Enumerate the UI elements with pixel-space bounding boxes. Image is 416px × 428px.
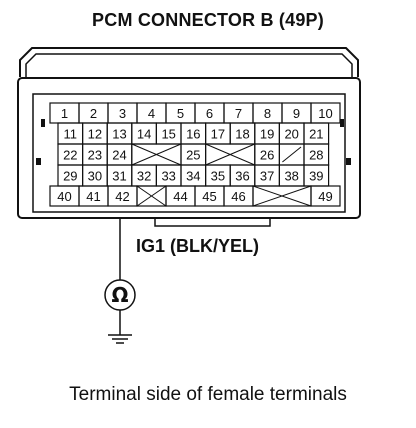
terminal-number: 24 (112, 148, 126, 163)
terminal-number: 33 (161, 169, 175, 184)
terminal-number: 6 (206, 106, 213, 121)
terminal-number: 19 (260, 127, 274, 142)
blank-cell-slash (282, 146, 302, 163)
terminal-number: 34 (186, 169, 200, 184)
empty-cell-cross (136, 185, 167, 207)
terminal-number: 8 (264, 106, 271, 121)
side-mark-left (36, 158, 41, 165)
terminal-number: 42 (115, 189, 129, 204)
terminal-number: 20 (284, 127, 298, 142)
latch-mark-right (340, 119, 344, 127)
terminal-number: 37 (260, 169, 274, 184)
connector-face (32, 93, 346, 213)
connector-housing (19, 47, 359, 77)
connector-housing-inner (25, 53, 353, 78)
terminal-number: 17 (211, 127, 225, 142)
terminal-number: 18 (235, 127, 249, 142)
terminal-number: 31 (112, 169, 126, 184)
terminal-number: 28 (309, 148, 323, 163)
terminal-number: 45 (202, 189, 216, 204)
terminal-number: 9 (293, 106, 300, 121)
terminal-number: 25 (186, 148, 200, 163)
terminal-cell (310, 185, 341, 207)
terminal-number: 40 (57, 189, 71, 204)
terminal-number: 3 (119, 106, 126, 121)
empty-cell-cross (131, 143, 182, 166)
ground-icon (108, 334, 132, 344)
diagram-title: PCM CONNECTOR B (49P) (92, 10, 324, 30)
terminal-number: 22 (63, 148, 77, 163)
terminal-number: 15 (161, 127, 175, 142)
terminal-number: 11 (64, 127, 78, 142)
terminal-number: 14 (137, 127, 151, 142)
terminal-number: 21 (309, 127, 323, 142)
meter-symbol: Ω (111, 283, 129, 307)
empty-cell-cross (205, 143, 255, 166)
connector-bottom-tab (154, 218, 271, 227)
terminal-number: 30 (88, 169, 102, 184)
terminal-number: 41 (86, 189, 100, 204)
terminal-number: 23 (88, 148, 102, 163)
empty-cell-cross (252, 185, 312, 207)
terminal-number: 49 (318, 189, 332, 204)
terminal-number: 32 (137, 169, 151, 184)
terminal-number: 46 (231, 189, 245, 204)
side-mark-right (346, 158, 351, 165)
terminal-number: 2 (90, 106, 97, 121)
terminal-number: 4 (148, 106, 155, 121)
terminal-number: 1 (61, 106, 68, 121)
terminal-number: 16 (186, 127, 200, 142)
terminal-number: 39 (309, 169, 323, 184)
terminal-number: 7 (235, 106, 242, 121)
terminal-number: 29 (63, 169, 77, 184)
terminal-number: 12 (88, 127, 102, 142)
wire-label: IG1 (BLK/YEL) (136, 236, 260, 256)
terminal-number: 38 (284, 169, 298, 184)
diagram-caption: Terminal side of female terminals (69, 384, 347, 405)
terminal-number: 5 (177, 106, 184, 121)
latch-mark-left (41, 119, 45, 127)
terminal-number: 36 (235, 169, 249, 184)
terminal-number: 13 (112, 127, 126, 142)
terminal-number: 44 (173, 189, 187, 204)
terminal-number: 35 (211, 169, 225, 184)
terminal-number: 26 (260, 148, 274, 163)
terminal-number: 10 (318, 106, 332, 121)
connector-body (17, 77, 361, 219)
